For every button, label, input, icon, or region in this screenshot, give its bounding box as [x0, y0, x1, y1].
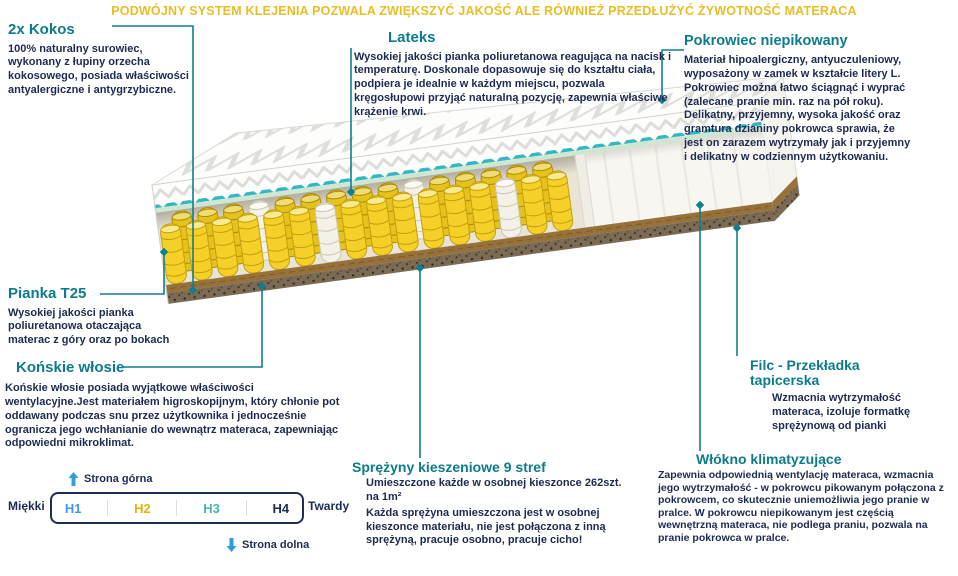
annotation-pokrowiec-title: Pokrowiec niepikowany: [684, 33, 848, 49]
hardness-level-h3: H3: [203, 500, 220, 516]
scale-divider: [107, 500, 109, 516]
annotation-kokos: 2x Kokos 100% naturalny surowiec, wykona…: [8, 21, 190, 98]
quilt-front-strip: [151, 100, 762, 209]
annotation-kokos-body: 100% naturalny surowiec, wykonany z łupi…: [8, 42, 189, 97]
annotation-sprezyny-body2: Każda sprężyna umieszczona jest w osobne…: [366, 506, 606, 547]
lower-side-label: Strona dolna: [226, 538, 309, 552]
annotation-lateks: Lateks Wysokiej jakości pianka poliureta…: [350, 29, 672, 120]
scale-divider: [245, 500, 247, 516]
annotation-pianka-title: Pianka T25: [8, 285, 87, 302]
annotation-pokrowiec: Pokrowiec niepikowany Materiał hipoalerg…: [684, 33, 916, 165]
header-banner: PODWÓJNY SYSTEM KLEJENIA POZWALA ZWIĘKSZ…: [111, 4, 857, 18]
upper-side-text: Strona górna: [84, 473, 153, 485]
annotation-filc-title: Filc - Przekładka tapicerska: [750, 357, 860, 389]
arrow-up-icon: [68, 472, 79, 486]
coconut-layer: [166, 209, 775, 304]
annotation-sprezyny-body: Umieszczone każde w osobnej kieszonce 26…: [366, 477, 634, 548]
annotation-sprezyny-body1: Umieszczone każde w osobnej kieszonce 26…: [366, 477, 622, 503]
annotation-wlokno-title: Włókno klimatyzujące: [696, 451, 842, 467]
mattress-side-face: [757, 75, 800, 222]
annotation-konskie-title: Końskie włosie: [16, 359, 125, 376]
soft-label: Miękki: [8, 499, 45, 513]
hardness-level-h2: H2: [134, 500, 151, 516]
lower-side-text: Strona dolna: [242, 539, 310, 551]
hard-label: Twardy: [308, 499, 350, 513]
annotation-filc-body: Wzmacnia wytrzymałość materaca, izoluje …: [772, 392, 911, 432]
arrow-down-icon: [226, 538, 237, 552]
annotation-sprezyny-title: Sprężyny kieszeniowe 9 stref: [352, 459, 546, 475]
annotation-pianka-body: Wysokiej jakości pianka poliuretanowa ot…: [8, 306, 170, 347]
hardness-level-h4: H4: [272, 500, 290, 516]
annotation-lateks-body: Wysokiej jakości pianka poliuretanowa re…: [354, 50, 672, 118]
annotation-pokrowiec-body: Materiał hipoalergiczny, antyuczuleniowy…: [684, 53, 911, 163]
annotation-konskie-body: Końskie włosie posiada wyjątkowe właściw…: [5, 382, 340, 450]
pocket-springs: [155, 154, 583, 286]
upper-side-label: Strona górna: [68, 472, 152, 486]
scale-divider: [176, 500, 178, 516]
hardness-scale-box: H1 H2 H3 H4: [50, 492, 304, 524]
foam-layer: [155, 125, 763, 213]
annotation-lateks-title: Lateks: [388, 29, 436, 46]
mattress-illustration: [151, 75, 800, 304]
annotation-pianka: Pianka T25 Wysokiej jakości pianka poliu…: [8, 285, 186, 348]
annotation-wlokno-body: Zapewnia odpowiednią wentylację materaca…: [658, 469, 944, 544]
hardness-level-h1: H1: [64, 500, 82, 516]
mattress-cover-front: [574, 128, 773, 230]
annotation-kokos-title: 2x Kokos: [8, 21, 75, 38]
